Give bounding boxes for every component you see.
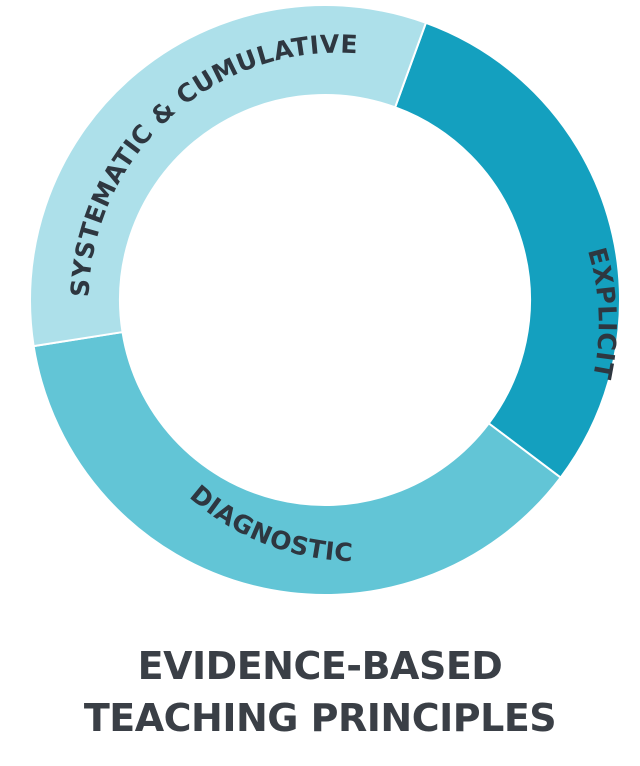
segment-diagnostic bbox=[32, 330, 563, 596]
caption-line-1: EVIDENCE-BASED bbox=[137, 644, 503, 688]
segment-systematic-cumulative bbox=[29, 4, 428, 348]
diagram-caption: EVIDENCE-BASED TEACHING PRINCIPLES bbox=[0, 640, 640, 744]
segment-explicit bbox=[393, 21, 621, 479]
caption-line-2: TEACHING PRINCIPLES bbox=[83, 696, 557, 740]
principles-ring-diagram: EXPLICIT DIAGNOSTIC SYSTEMATIC & CUMULAT… bbox=[29, 4, 621, 596]
